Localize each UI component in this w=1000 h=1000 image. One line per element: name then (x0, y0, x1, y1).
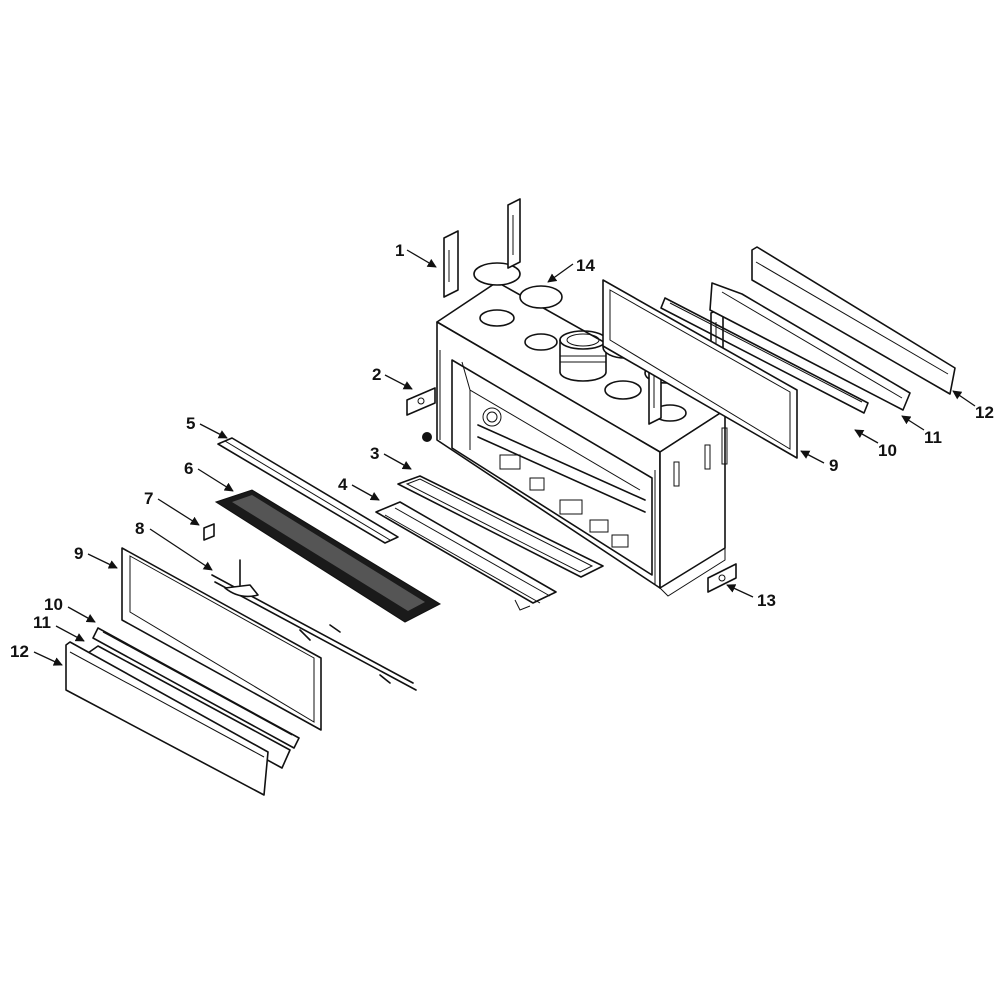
support-frame (211, 559, 417, 691)
callout-labels: 1 2 3 4 5 6 7 8 9 10 11 12 13 14 9 10 11 (10, 241, 994, 666)
callout-12-right: 12 (975, 403, 994, 422)
callout-8: 8 (135, 519, 144, 538)
callout-11-right: 11 (924, 428, 942, 447)
trim-rail-right (660, 297, 869, 414)
callout-7: 7 (144, 489, 153, 508)
glass-frame-left (121, 547, 322, 731)
burner-rail (375, 501, 557, 611)
callout-9-left: 9 (74, 544, 83, 563)
trim-panel-left (65, 641, 269, 796)
callout-9-right: 9 (829, 456, 838, 475)
ember-tray (214, 489, 442, 623)
trim-rail-left (92, 627, 300, 749)
callout-12-left: 12 (10, 642, 29, 661)
callout-14: 14 (576, 256, 595, 275)
callout-10-left: 10 (44, 595, 63, 614)
side-brackets (406, 387, 737, 593)
callout-13: 13 (757, 591, 776, 610)
glass-frame-right (602, 279, 798, 459)
callout-11-left: 11 (33, 613, 51, 632)
callout-1: 1 (395, 241, 404, 260)
callout-6: 6 (184, 459, 193, 478)
retaining-clip (203, 523, 215, 541)
callout-2: 2 (372, 365, 381, 384)
angled-trim-right (709, 282, 911, 411)
callout-3: 3 (370, 444, 379, 463)
callout-4: 4 (338, 475, 348, 494)
trim-panel-right (751, 246, 956, 395)
burner-pan (397, 475, 604, 578)
ember-strip (217, 437, 399, 544)
callout-5: 5 (186, 414, 195, 433)
standoff-brackets (443, 198, 724, 425)
callout-10-right: 10 (878, 441, 897, 460)
